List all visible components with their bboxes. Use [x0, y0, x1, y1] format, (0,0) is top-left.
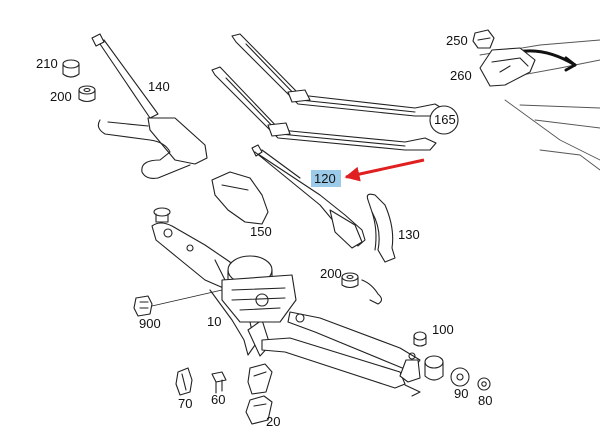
bracket-icon	[175, 367, 193, 396]
nut-icon	[341, 272, 359, 289]
callout-10[interactable]: 10	[207, 314, 221, 329]
washer-icon	[477, 377, 491, 391]
callout-210[interactable]: 210	[36, 56, 58, 71]
wiper-arm-icon	[91, 33, 208, 179]
callout-165[interactable]: 165	[434, 112, 456, 127]
callout-60[interactable]: 60	[211, 392, 225, 407]
callout-80[interactable]: 80	[478, 393, 492, 408]
callout-120[interactable]: 120	[314, 171, 336, 186]
callout-250[interactable]: 250	[446, 33, 468, 48]
callout-140[interactable]: 140	[148, 79, 170, 94]
red-arrow-icon	[344, 158, 425, 182]
bolt-icon	[211, 371, 227, 394]
wiper-motor-icon	[221, 255, 297, 323]
clip-icon	[247, 363, 273, 395]
clip-icon	[245, 395, 273, 425]
callout-260[interactable]: 260	[450, 68, 472, 83]
cap-icon	[62, 59, 80, 78]
clip-icon	[472, 29, 495, 49]
washer-icon	[450, 367, 470, 387]
callout-100[interactable]: 100	[432, 322, 454, 337]
bracket-icon	[479, 47, 536, 87]
callout-900[interactable]: 900	[139, 316, 161, 331]
callout-20[interactable]: 20	[266, 414, 280, 429]
cover-icon	[211, 171, 269, 225]
hose-icon	[366, 193, 396, 263]
nut-icon	[78, 85, 96, 103]
callout-130[interactable]: 130	[398, 227, 420, 242]
callout-165-circle	[429, 105, 459, 135]
linkage-icon	[151, 207, 421, 397]
callout-200-lower[interactable]: 200	[320, 266, 342, 281]
bearing-icon	[413, 331, 444, 381]
connector-icon	[133, 289, 223, 317]
callout-70[interactable]: 70	[178, 396, 192, 411]
highlight-box	[311, 170, 341, 187]
callout-200-upper[interactable]: 200	[50, 89, 72, 104]
callout-150[interactable]: 150	[250, 224, 272, 239]
wiper-arm-icon	[251, 144, 366, 249]
wiper-blade-icon	[211, 33, 446, 151]
callout-90[interactable]: 90	[454, 386, 468, 401]
